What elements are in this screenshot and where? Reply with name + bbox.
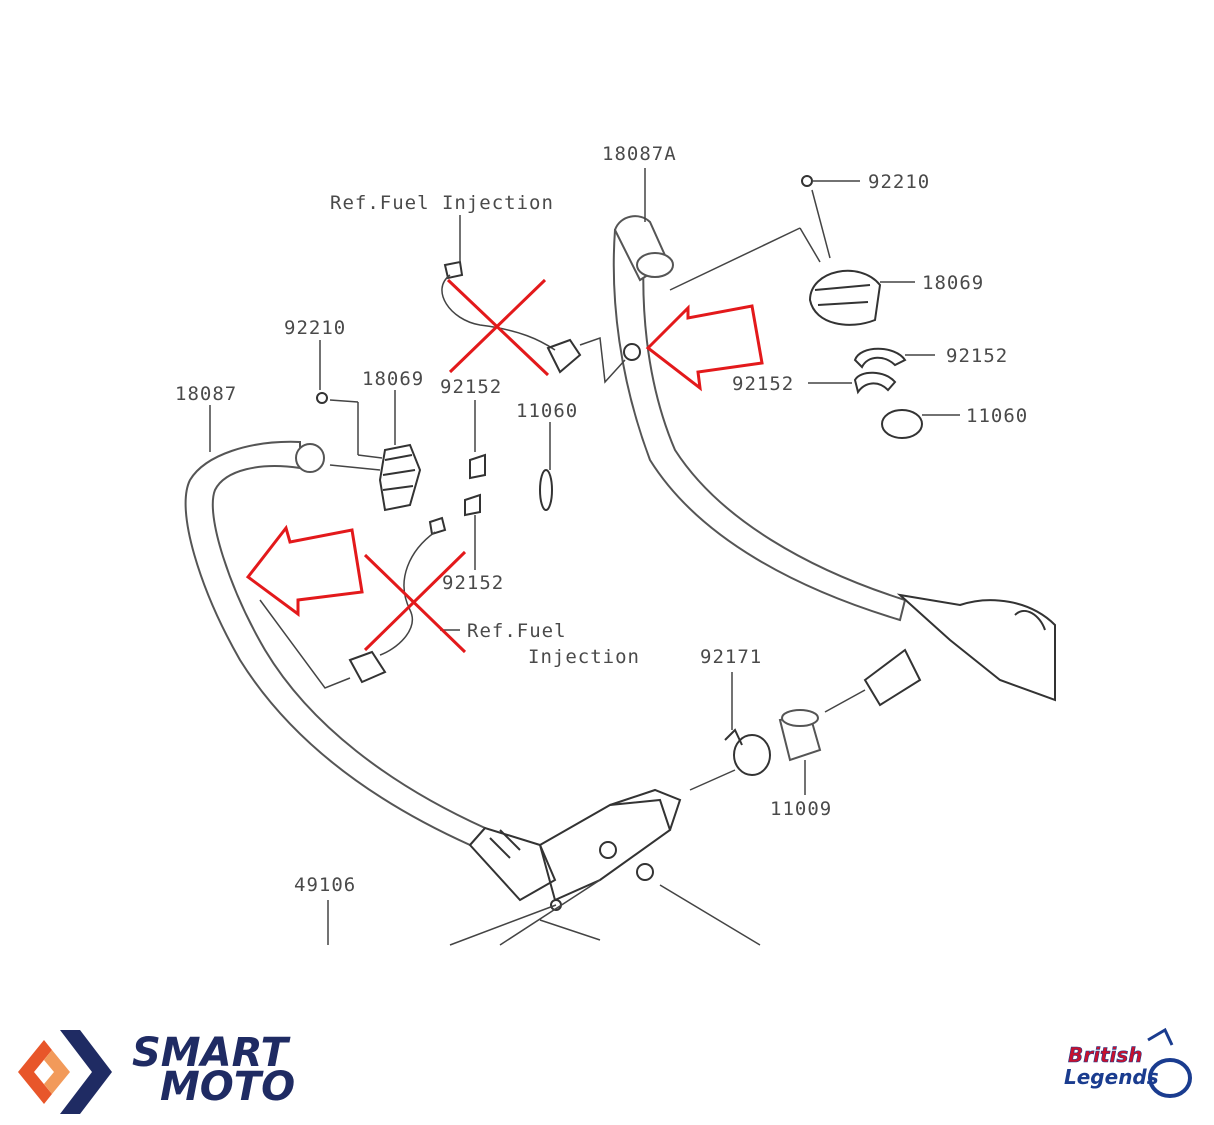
label-92152-left-top: 92152 xyxy=(440,376,502,398)
label-49106: 49106 xyxy=(294,874,356,896)
label-ref-fuel-bottom: Ref.Fuel xyxy=(467,620,567,642)
british-legends-logo: British Legends xyxy=(1064,1027,1192,1098)
smart-moto-line2: MOTO xyxy=(160,1064,295,1110)
right-small-parts xyxy=(801,175,923,439)
red-arrow-right xyxy=(645,304,764,392)
label-ref-fuel-injection-top: Ref.Fuel Injection xyxy=(330,192,554,214)
pipe-joint xyxy=(689,648,922,791)
label-92210-left: 92210 xyxy=(284,317,346,339)
label-18069-right: 18069 xyxy=(922,272,984,294)
label-92152-right-a: 92152 xyxy=(946,345,1008,367)
red-arrow-left xyxy=(245,524,364,617)
label-92152-left-bottom: 92152 xyxy=(442,572,504,594)
red-x-top xyxy=(446,278,550,377)
oxygen-sensor-top xyxy=(441,260,626,384)
part-labels: 18087A 92210 18069 92152 92152 11060 922… xyxy=(175,143,1028,896)
connector-pipe-11009 xyxy=(778,709,822,762)
label-18087: 18087 xyxy=(175,383,237,405)
label-11009: 11009 xyxy=(770,798,832,820)
smart-moto-logo: SMART MOTO xyxy=(18,1030,295,1114)
label-92210-right: 92210 xyxy=(868,171,930,193)
oxygen-sensor-bottom xyxy=(259,516,447,689)
label-18069-left: 18069 xyxy=(362,368,424,390)
label-18087A: 18087A xyxy=(602,143,677,165)
exhaust-pipe-18087 xyxy=(184,440,557,902)
collector xyxy=(449,788,761,946)
label-11060-left: 11060 xyxy=(516,400,578,422)
label-92171: 92171 xyxy=(700,646,762,668)
label-11060-right: 11060 xyxy=(966,405,1028,427)
red-x-bottom xyxy=(363,550,467,654)
left-small-parts xyxy=(316,392,553,517)
exhaust-pipe-18087A xyxy=(612,215,907,622)
smart-moto-line1: SMART xyxy=(132,1030,291,1076)
british-legends-line2: Legends xyxy=(1064,1065,1159,1089)
label-injection-bottom: Injection xyxy=(528,646,640,668)
british-legends-line1: British xyxy=(1068,1043,1143,1067)
clamp-92171 xyxy=(724,672,771,776)
label-92152-right-b: 92152 xyxy=(732,373,794,395)
muffler xyxy=(896,593,1056,702)
leader-lines xyxy=(209,168,960,945)
